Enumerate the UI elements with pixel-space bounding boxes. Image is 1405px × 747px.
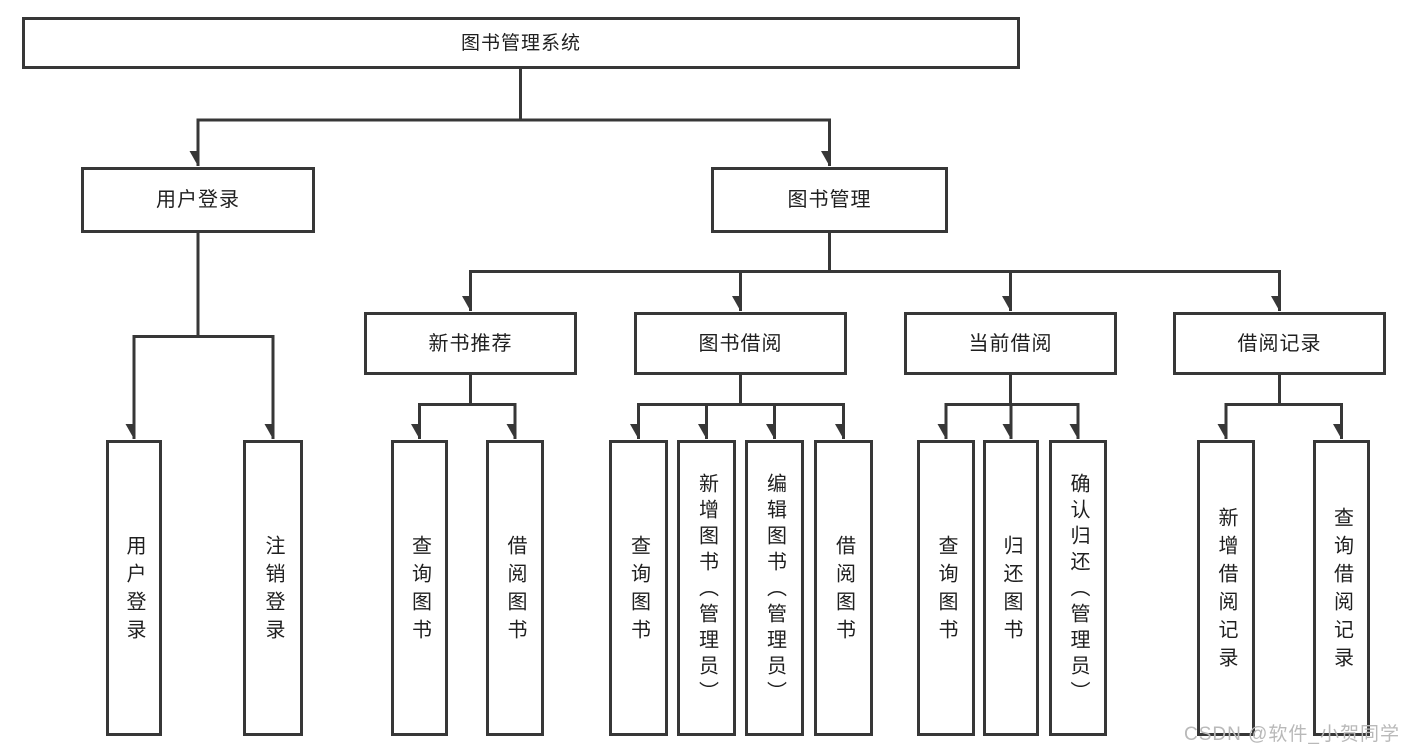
- leaf-edit-book-admin: 编辑图书（管理员）: [745, 440, 804, 736]
- leaf-user-login: 用户登录: [106, 440, 162, 736]
- leaf-add-borrow-record: 新增借阅记录: [1197, 440, 1255, 736]
- leaf-query-book-recommend: 查询图书: [391, 440, 448, 736]
- leaf-add-book-admin: 新增图书（管理员）: [677, 440, 736, 736]
- node-root-library-system: 图书管理系统: [22, 17, 1020, 69]
- node-current-borrow: 当前借阅: [904, 312, 1117, 375]
- leaf-borrow-book-recommend: 借阅图书: [486, 440, 544, 736]
- leaf-logout: 注销登录: [243, 440, 303, 736]
- node-new-book-recommend: 新书推荐: [364, 312, 577, 375]
- leaf-query-book-borrow: 查询图书: [609, 440, 668, 736]
- node-book-borrow: 图书借阅: [634, 312, 847, 375]
- node-user-login: 用户登录: [81, 167, 315, 233]
- leaf-borrow-book: 借阅图书: [814, 440, 873, 736]
- leaf-query-book-current: 查询图书: [917, 440, 975, 736]
- leaf-confirm-return-admin: 确认归还（管理员）: [1049, 440, 1107, 736]
- csdn-watermark: CSDN @软件_小贺同学: [1184, 724, 1400, 745]
- leaf-return-book: 归还图书: [983, 440, 1039, 736]
- node-book-management: 图书管理: [711, 167, 948, 233]
- leaf-query-borrow-record: 查询借阅记录: [1313, 440, 1370, 736]
- node-borrow-record: 借阅记录: [1173, 312, 1386, 375]
